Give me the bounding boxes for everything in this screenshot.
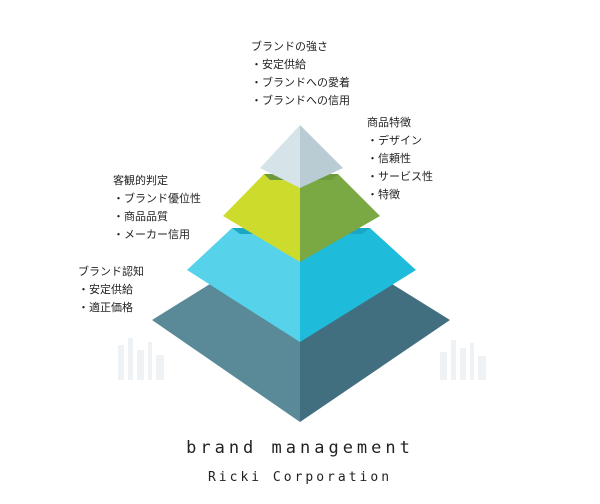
label-list: 安定供給 ブランドへの愛着 ブランドへの信用 [251, 56, 350, 110]
label-list: ブランド優位性 商品品質 メーカー信用 [113, 190, 201, 244]
tier-3-left-face [187, 228, 300, 342]
list-item: ブランドへの信用 [251, 92, 350, 110]
tier-2-left-face [223, 174, 300, 262]
tier-2-right-face [300, 174, 380, 262]
list-item: 信頼性 [367, 150, 433, 168]
list-item: 特徴 [367, 186, 433, 204]
list-item: ブランドへの愛着 [251, 74, 350, 92]
label-objective-judgment: 客観的判定 ブランド優位性 商品品質 メーカー信用 [113, 172, 201, 244]
list-item: ブランド優位性 [113, 190, 201, 208]
list-item: 適正価格 [78, 299, 144, 317]
list-item: 商品品質 [113, 208, 201, 226]
label-list: デザイン 信頼性 サービス性 特徴 [367, 132, 433, 204]
label-brand-awareness: ブランド認知 安定供給 適正価格 [78, 263, 144, 317]
footer-title: brand management [186, 438, 414, 458]
label-list: 安定供給 適正価格 [78, 281, 144, 317]
label-heading: ブランドの強さ [251, 40, 328, 53]
tier-1-left-face [260, 125, 300, 188]
list-item: メーカー信用 [113, 226, 201, 244]
list-item: デザイン [367, 132, 433, 150]
list-item: サービス性 [367, 168, 433, 186]
list-item: 安定供給 [251, 56, 350, 74]
tier-1-top [260, 125, 343, 188]
tier-1-right-face [300, 125, 343, 188]
label-heading: 客観的判定 [113, 174, 168, 187]
label-heading: 商品特徴 [367, 116, 411, 129]
label-product-features: 商品特徴 デザイン 信頼性 サービス性 特徴 [367, 114, 433, 204]
footer-company: Ricki Corporation [207, 470, 393, 485]
label-brand-strength: ブランドの強さ 安定供給 ブランドへの愛着 ブランドへの信用 [251, 38, 350, 110]
list-item: 安定供給 [78, 281, 144, 299]
label-heading: ブランド認知 [78, 265, 144, 278]
skyline-decoration [118, 338, 486, 380]
tier-3-right-face [300, 228, 416, 342]
